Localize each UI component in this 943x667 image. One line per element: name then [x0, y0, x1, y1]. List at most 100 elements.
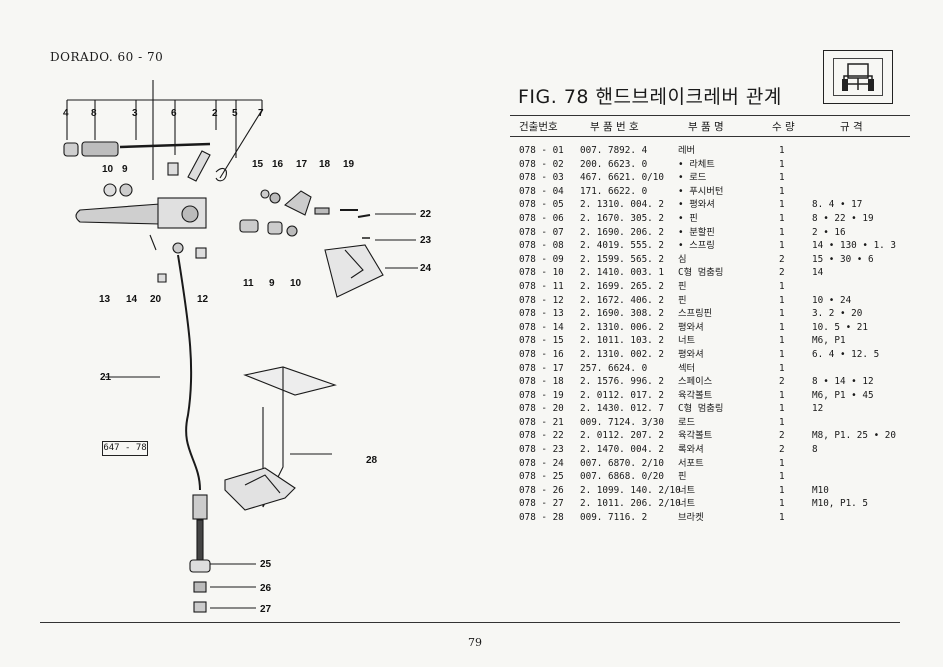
cell-spec: 12	[812, 403, 824, 415]
cell-spec: 14	[812, 267, 824, 279]
cell-item-no: 078 - 01	[519, 145, 564, 156]
cell-part-name: • 스프링	[678, 240, 715, 252]
cell-part-name: 육각볼트	[678, 389, 713, 401]
cell-quantity: 2	[779, 376, 785, 388]
cell-part-name: 서포트	[678, 457, 704, 469]
cell-part-name: C형 멈춤링	[678, 403, 724, 415]
cell-item-no: 078 - 08	[519, 240, 564, 252]
figure-title: FIG. 78 핸드브레이크레버 관계	[518, 86, 782, 108]
col-header-quantity: 수 량	[772, 121, 795, 133]
cell-quantity: 1	[779, 212, 785, 224]
tractor-icon	[842, 63, 874, 91]
cell-spec: 8 • 14 • 12	[812, 376, 874, 388]
cell-item-no: 078 - 11	[519, 280, 564, 292]
cell-part-name: 핀	[678, 294, 687, 306]
cell-quantity: 2	[779, 253, 785, 265]
cell-spec: 6. 4 • 12. 5	[812, 348, 880, 360]
cell-spec: M8, P1. 25 • 20	[812, 430, 896, 442]
callout-23: 23	[420, 235, 432, 246]
cell-part-name: 너트	[678, 498, 696, 510]
cell-spec: 14 • 130 • 1. 3	[812, 240, 896, 252]
cell-item-no: 078 - 15	[519, 335, 564, 347]
col-header-part-name: 부 품 명	[688, 121, 724, 133]
cell-spec: 10 • 24	[812, 294, 852, 306]
cell-spec: 3. 2 • 20	[812, 308, 863, 320]
cell-quantity: 2	[779, 444, 785, 456]
callout-12: 12	[197, 294, 209, 305]
table-row: 078 - 14 2. 1310. 006. 2 평와셔 1 10. 5 • 21	[510, 321, 910, 335]
callout-21: 21	[100, 372, 112, 383]
cell-quantity: 1	[779, 403, 785, 415]
cell-part-no: 2. 1690. 308. 2	[580, 308, 664, 320]
callout-22: 22	[420, 209, 432, 220]
callout-14: 14	[126, 294, 138, 305]
cell-part-no: 2. 1310. 002. 2	[580, 348, 664, 360]
callout-16: 16	[272, 159, 284, 170]
callout-19: 19	[343, 159, 355, 170]
cell-part-name: 스프링핀	[678, 308, 713, 320]
figure-reference-box: 647 - 78	[102, 441, 148, 456]
cell-item-no: 078 - 02	[519, 158, 564, 170]
cell-item-no: 078 - 22	[519, 430, 564, 442]
callout-7: 7	[258, 108, 264, 119]
cell-item-no: 078 - 12	[519, 294, 564, 306]
cell-part-no: 171. 6622. 0	[580, 185, 648, 197]
cell-part-name: 레버	[678, 145, 696, 156]
cell-quantity: 1	[779, 362, 785, 374]
cell-item-no: 078 - 28	[519, 512, 564, 524]
cell-part-name: 평와셔	[678, 321, 704, 333]
cell-spec: 8 • 22 • 19	[812, 212, 874, 224]
cell-part-name: 핀	[678, 280, 687, 292]
callout-24: 24	[420, 263, 432, 274]
cell-part-no: 200. 6623. 0	[580, 158, 648, 170]
callout-25: 25	[260, 559, 272, 570]
callout-26: 26	[260, 583, 272, 594]
cell-item-no: 078 - 05	[519, 199, 564, 211]
cell-item-no: 078 - 27	[519, 498, 564, 510]
cell-spec: 10. 5 • 21	[812, 321, 868, 333]
col-header-part-no: 부 품 번 호	[590, 121, 639, 133]
cell-spec: M6, P1 • 45	[812, 389, 874, 401]
cell-quantity: 2	[779, 267, 785, 279]
cell-quantity: 1	[779, 294, 785, 306]
cell-quantity: 1	[779, 308, 785, 320]
footer-divider	[40, 622, 900, 623]
cell-part-no: 2. 1310. 006. 2	[580, 321, 664, 333]
cell-part-no: 2. 1011. 103. 2	[580, 335, 664, 347]
callout-10a: 10	[102, 164, 114, 175]
cell-quantity: 1	[779, 172, 785, 184]
callout-13: 13	[99, 294, 111, 305]
cell-item-no: 078 - 14	[519, 321, 564, 333]
cell-part-name: • 핀	[678, 212, 698, 224]
cell-quantity: 1	[779, 416, 785, 428]
cell-item-no: 078 - 06	[519, 212, 564, 224]
cell-quantity: 1	[779, 158, 785, 170]
cell-spec: 8	[812, 444, 818, 456]
cell-quantity: 1	[779, 145, 785, 156]
cell-part-no: 2. 0112. 017. 2	[580, 389, 664, 401]
cell-part-no: 257. 6624. 0	[580, 362, 648, 374]
callout-4: 4	[63, 108, 69, 119]
cell-quantity: 1	[779, 321, 785, 333]
cell-part-no: 2. 0112. 207. 2	[580, 430, 664, 442]
cell-item-no: 078 - 26	[519, 484, 564, 496]
callout-27: 27	[260, 604, 272, 615]
callout-8: 8	[91, 108, 97, 119]
cell-quantity: 2	[779, 430, 785, 442]
cell-part-no: 2. 1410. 003. 1	[580, 267, 664, 279]
cell-item-no: 078 - 24	[519, 457, 564, 469]
cell-item-no: 078 - 19	[519, 389, 564, 401]
cell-part-name: • 로드	[678, 172, 707, 184]
